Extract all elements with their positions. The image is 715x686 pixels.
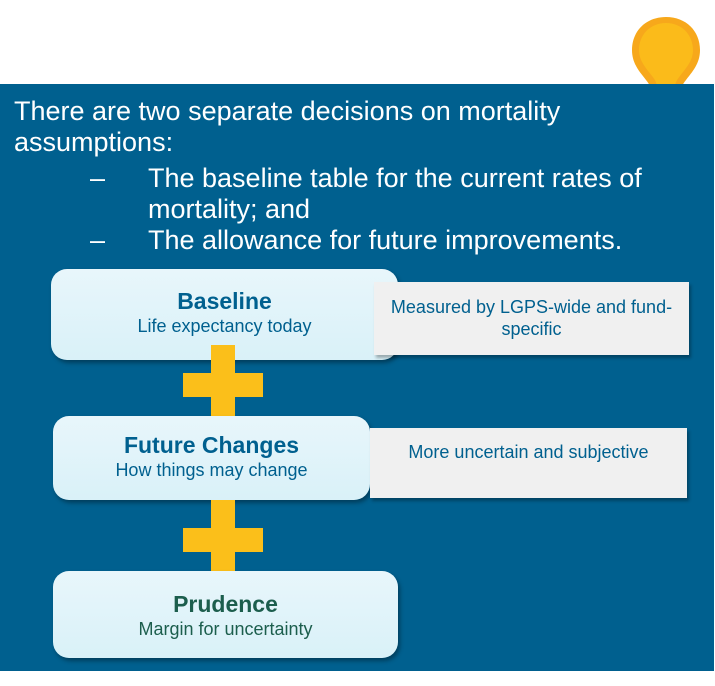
baseline-title: Baseline [177,288,272,314]
bullet-item-baseline: The baseline table for the current rates… [90,163,690,225]
bullet-list: The baseline table for the current rates… [90,163,690,256]
plus-icon [183,500,263,580]
future-changes-note: More uncertain and subjective [370,428,687,498]
plus-icon [183,345,263,425]
bullet-item-improvements: The allowance for future improvements. [90,225,690,256]
prudence-box: Prudence Margin for uncertainty [53,571,398,658]
prudence-title: Prudence [173,591,278,617]
baseline-box: Baseline Life expectancy today [51,269,398,360]
future-changes-subtitle: How things may change [115,460,308,480]
intro-text: There are two separate decisions on mort… [14,96,561,157]
prudence-subtitle: Margin for uncertainty [138,619,313,639]
baseline-note: Measured by LGPS-wide and fund-specific [374,282,689,355]
future-changes-box: Future Changes How things may change [53,416,370,500]
future-changes-title: Future Changes [123,432,300,458]
baseline-subtitle: Life expectancy today [137,316,312,336]
